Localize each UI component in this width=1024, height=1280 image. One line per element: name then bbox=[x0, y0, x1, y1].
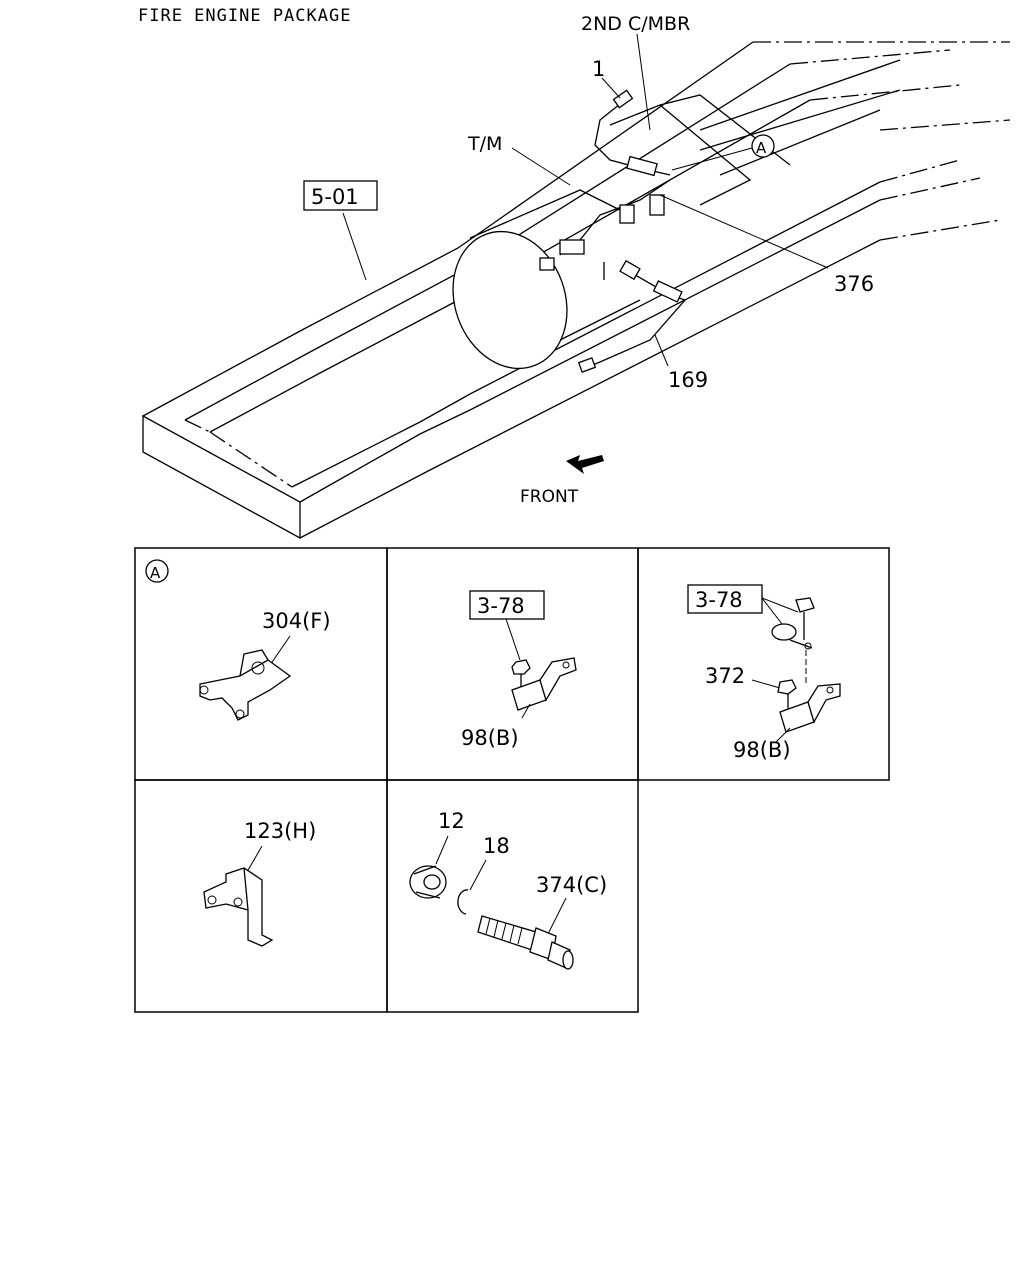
panel-c-ref-3-78: 3-78 bbox=[695, 588, 743, 612]
panel-e-part-18: 18 bbox=[483, 834, 510, 858]
label-transmission: T/M bbox=[467, 133, 502, 155]
diagram-title: FIRE ENGINE PACKAGE bbox=[138, 6, 351, 26]
panel-a: A 304(F) bbox=[145, 559, 331, 721]
panel-b-ref-3-78: 3-78 bbox=[477, 594, 525, 618]
chassis-frame bbox=[142, 41, 1011, 540]
leader-part-1 bbox=[601, 77, 621, 99]
leader-169 bbox=[654, 334, 669, 367]
detail-a-marker: A bbox=[756, 139, 767, 157]
panel-d-part-123h: 123(H) bbox=[244, 819, 316, 843]
panel-a-part-304f: 304(F) bbox=[262, 609, 331, 633]
panel-c: 3-78 372 98(B) bbox=[687, 584, 841, 762]
panel-c-part-98b: 98(B) bbox=[733, 738, 791, 762]
hex-nut-12-icon bbox=[409, 865, 447, 899]
stud-bolt-374-icon bbox=[477, 915, 574, 970]
label-part-1: 1 bbox=[592, 57, 605, 81]
leader-detail-a bbox=[671, 147, 753, 171]
clip-18-icon bbox=[457, 889, 469, 915]
panel-a-marker: A bbox=[150, 564, 161, 582]
nut-icon bbox=[511, 659, 531, 688]
label-part-376: 376 bbox=[834, 272, 874, 296]
panel-e-part-374c: 374(C) bbox=[536, 873, 607, 897]
bracket-304-icon bbox=[199, 649, 292, 721]
label-ref-5-01: 5-01 bbox=[311, 185, 359, 209]
detail-a-marker-circle bbox=[751, 134, 775, 158]
ref-box-5-01 bbox=[303, 180, 378, 211]
panel-e-part-12: 12 bbox=[438, 809, 465, 833]
panel-d: 123(H) bbox=[203, 819, 316, 947]
label-front: FRONT bbox=[520, 487, 579, 507]
bracket-98b-icon bbox=[511, 657, 577, 711]
panel-b-part-98b: 98(B) bbox=[461, 726, 519, 750]
front-arrow-icon bbox=[566, 455, 604, 474]
leader-tm bbox=[511, 147, 571, 186]
bolt-clamp-icon bbox=[771, 597, 815, 686]
panel-c-part-372: 372 bbox=[705, 664, 745, 688]
panel-b: 3-78 98(B) bbox=[461, 590, 577, 750]
leader-376 bbox=[659, 194, 829, 269]
bracket-98b-c-icon bbox=[779, 683, 841, 733]
label-2nd-cross-member: 2ND C/MBR bbox=[581, 13, 690, 35]
leader-2nd-cmbr bbox=[636, 33, 651, 131]
panel-e: 12 18 374(C) bbox=[409, 809, 607, 970]
brake-pipe-assembly bbox=[539, 89, 687, 373]
label-part-169: 169 bbox=[668, 368, 708, 392]
bracket-123-icon bbox=[203, 867, 274, 947]
leader-5-01 bbox=[342, 212, 367, 281]
detail-panels-grid bbox=[134, 547, 890, 1013]
